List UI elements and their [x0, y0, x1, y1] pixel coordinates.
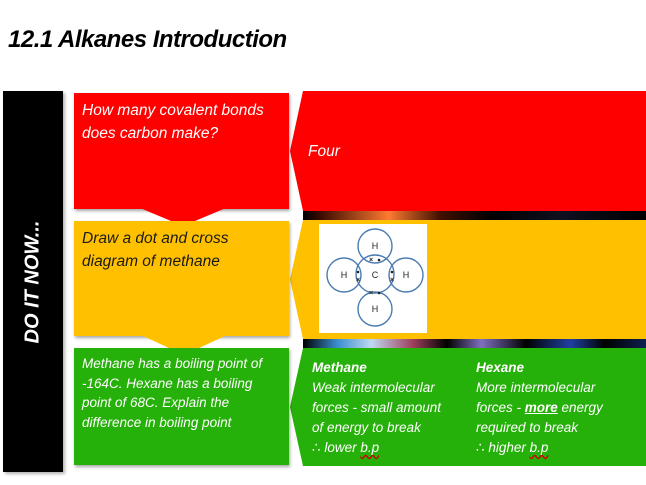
do-it-now-sidebar: DO IT NOW...	[3, 91, 63, 472]
sidebar-label: DO IT NOW...	[21, 220, 44, 343]
hexane-heading: Hexane	[476, 360, 525, 375]
atom-h-top: H	[372, 241, 379, 251]
question-box-1: How many covalent bonds does carbon make…	[74, 93, 289, 209]
divider-band-2	[303, 339, 646, 348]
page-title: 12.1 Alkanes Introduction	[8, 26, 287, 53]
answer-panel-3	[290, 348, 646, 466]
methane-explanation: Methane Weak intermolecular forces - sma…	[312, 360, 442, 455]
answer-panel-1	[290, 91, 646, 211]
question-box-2: Draw a dot and cross diagram of methane	[74, 221, 289, 336]
answer-four: Four	[308, 143, 340, 160]
hexane-explanation: Hexane More intermolecular forces - more…	[476, 360, 603, 455]
divider-band-1	[303, 211, 646, 220]
atom-h-right: H	[403, 270, 410, 280]
svg-text:×: ×	[356, 277, 360, 284]
svg-text:×: ×	[390, 277, 394, 284]
atom-h-left: H	[341, 270, 348, 280]
svg-text:×: ×	[369, 290, 373, 297]
methane-heading: Methane	[312, 360, 367, 375]
atom-h-bottom: H	[372, 304, 379, 314]
svg-text:×: ×	[369, 257, 373, 264]
methane-dot-cross-diagram: H H H H C × × × ×	[319, 224, 427, 333]
methane-diagram-icon: H H H H C × × × ×	[326, 228, 424, 327]
question-box-3: Methane has a boiling point of -164C. He…	[74, 348, 289, 465]
atom-c-center: C	[372, 270, 379, 280]
